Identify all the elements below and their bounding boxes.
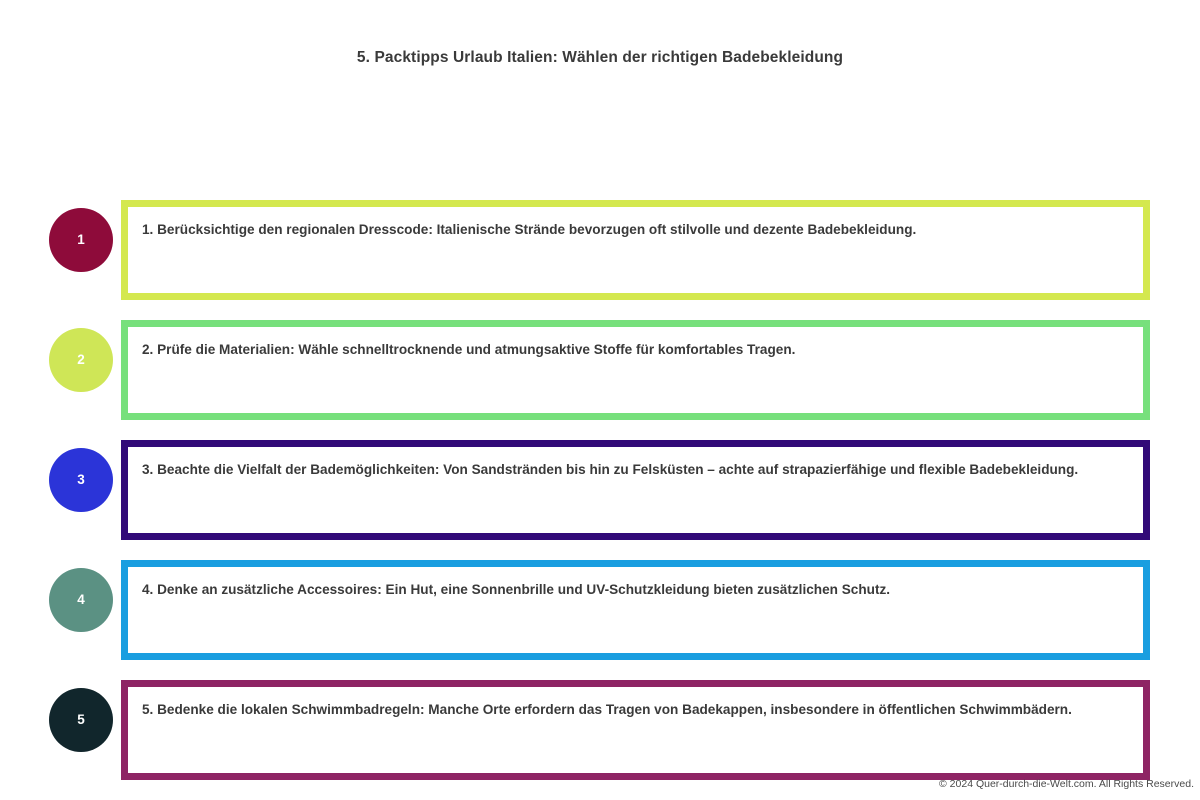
copyright-footer: © 2024 Quer-durch-die-Welt.com. All Righ… [939, 778, 1194, 790]
step-box-5[interactable]: 5. Bedenke die lokalen Schwimmbadregeln:… [121, 680, 1150, 780]
step-number-1: 1 [77, 232, 85, 248]
list-item: 4. Denke an zusätzliche Accessoires: Ein… [0, 560, 1200, 680]
step-badge-1[interactable]: 1 [49, 208, 113, 272]
step-number-5: 5 [77, 712, 85, 728]
page-title: 5. Packtipps Urlaub Italien: Wählen der … [356, 49, 844, 66]
step-text-5: 5. Bedenke die lokalen Schwimmbadregeln:… [142, 702, 1072, 717]
step-badge-3[interactable]: 3 [49, 448, 113, 512]
list-item: 1. Berücksichtige den regionalen Dressco… [0, 200, 1200, 320]
list-item: 3. Beachte die Vielfalt der Bademöglichk… [0, 440, 1200, 560]
step-box-4[interactable]: 4. Denke an zusätzliche Accessoires: Ein… [121, 560, 1150, 660]
step-text-4: 4. Denke an zusätzliche Accessoires: Ein… [142, 582, 891, 597]
steps-list: 1. Berücksichtige den regionalen Dressco… [0, 200, 1200, 800]
step-badge-2[interactable]: 2 [49, 328, 113, 392]
step-text-3: 3. Beachte die Vielfalt der Bademöglichk… [142, 462, 1079, 477]
step-text-2: 2. Prüfe die Materialien: Wähle schnellt… [142, 342, 796, 357]
list-item: 2. Prüfe die Materialien: Wähle schnellt… [0, 320, 1200, 440]
step-box-3[interactable]: 3. Beachte die Vielfalt der Bademöglichk… [121, 440, 1150, 540]
step-number-4: 4 [77, 592, 85, 608]
step-box-1[interactable]: 1. Berücksichtige den regionalen Dressco… [121, 200, 1150, 300]
step-badge-4[interactable]: 4 [49, 568, 113, 632]
step-box-2[interactable]: 2. Prüfe die Materialien: Wähle schnellt… [121, 320, 1150, 420]
step-number-3: 3 [77, 472, 85, 488]
step-badge-5[interactable]: 5 [49, 688, 113, 752]
list-item: 5. Bedenke die lokalen Schwimmbadregeln:… [0, 680, 1200, 800]
step-text-1: 1. Berücksichtige den regionalen Dressco… [142, 222, 917, 237]
step-number-2: 2 [77, 352, 85, 368]
